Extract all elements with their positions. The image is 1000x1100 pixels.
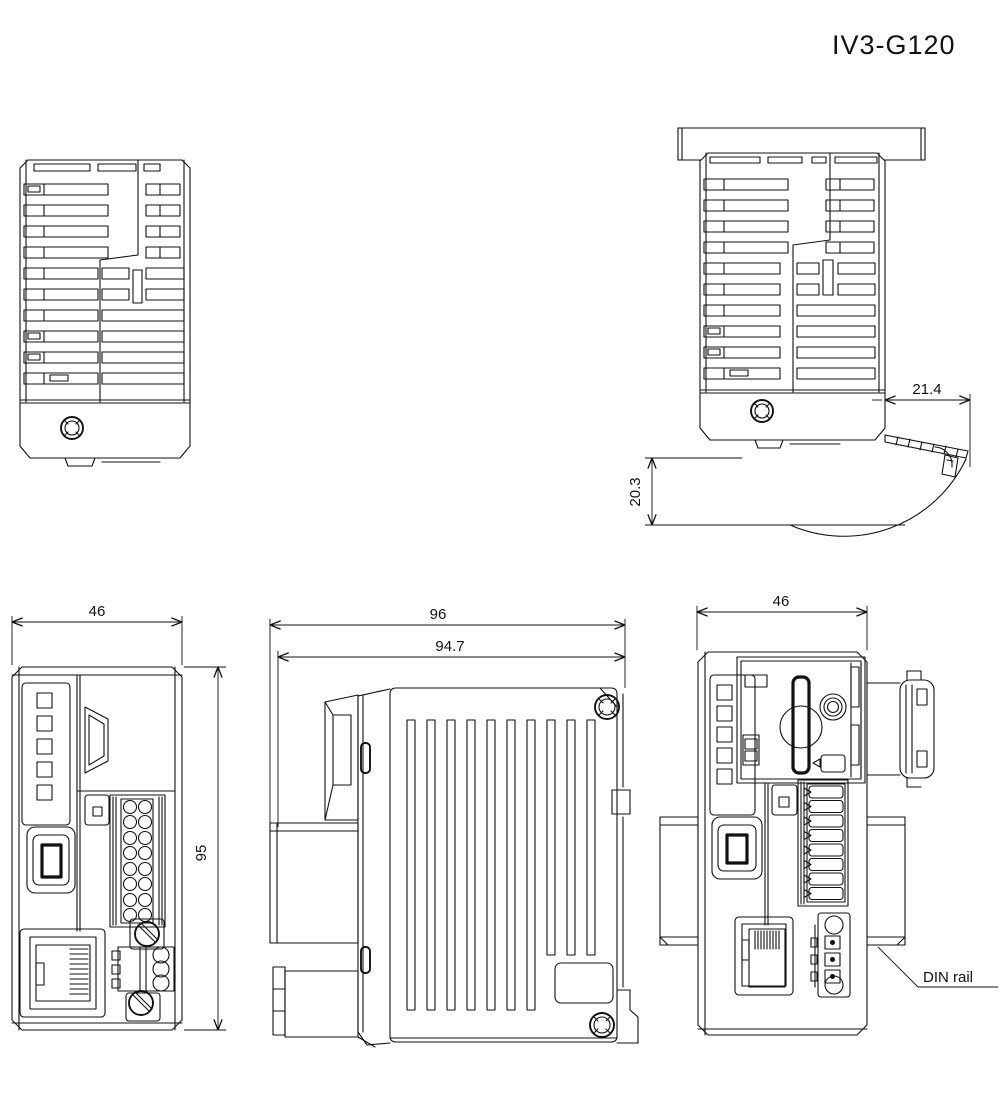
sd-card-slot: [791, 675, 811, 775]
mounting-screw-icon: [60, 416, 84, 440]
din-rail-left-block: [659, 816, 699, 946]
top-edge-slots: [33, 163, 161, 172]
dimension-front-height: 95: [184, 667, 226, 1030]
usb-connector: [26, 826, 76, 894]
drawing-title: IV3-G120: [832, 30, 956, 60]
dim-front-width-label: 46: [89, 603, 106, 620]
release-lever: [884, 434, 969, 478]
dim-latch-pullout-label: 21.4: [912, 381, 941, 398]
din-rail-callout: DIN rail: [877, 946, 998, 988]
front-view: 46 95: [11, 603, 226, 1031]
device-outline: [11, 666, 183, 1031]
cover-step-line: [99, 159, 143, 403]
din-rail-right-block: [866, 816, 906, 946]
led-indicator-squares: [709, 674, 756, 816]
front-bezel-edge: [357, 688, 391, 1046]
usb-connector: [711, 816, 763, 880]
led-indicator-squares: [21, 682, 71, 826]
dimension-latch-pullout: 21.4: [872, 381, 970, 467]
io-terminal-8pos: [797, 779, 849, 907]
case-screw-top-icon: [594, 694, 620, 720]
swing-arc: [789, 458, 967, 537]
cover-hinge-strip: [850, 662, 862, 778]
dimension-open-front-width: 46: [697, 595, 867, 650]
dim-front-height-label: 95: [193, 845, 210, 862]
dim-open-front-width-label: 46: [773, 595, 790, 610]
din-clip-side: [611, 693, 639, 1044]
side-view: 96 94.7: [269, 606, 639, 1048]
top-plan-view: [19, 159, 191, 467]
speaker-recess: [84, 706, 109, 774]
bottom-latch-notch: [754, 439, 841, 449]
dimension-latch-drop: 20.3: [627, 458, 905, 525]
top-edge-slots: [709, 156, 878, 164]
dim-side-overall-label: 96: [430, 606, 447, 623]
vent-slats: [703, 178, 876, 380]
front-view-open-on-rail: 46: [659, 595, 998, 1036]
ethernet-port-rj45: [19, 928, 106, 1018]
din-rail-label: DIN rail: [923, 969, 973, 986]
open-cover-flap: [866, 670, 935, 788]
eject-marker: [812, 754, 846, 773]
vent-slots: [406, 719, 596, 1011]
top-plan-view-on-rail: 21.4 20.3: [627, 127, 1000, 537]
case-screw-bottom-icon: [589, 1012, 615, 1038]
power-connector-strip: [810, 912, 851, 998]
dimension-front-width: 46: [12, 603, 182, 665]
round-button: [819, 693, 847, 721]
top-front-clip: [324, 694, 359, 821]
cover-step-line: [792, 152, 834, 393]
device-body: [389, 687, 618, 1043]
front-connector-block-side: [269, 822, 376, 1048]
power-terminal-block: [111, 918, 175, 1022]
function-button: [771, 784, 798, 816]
finger-recess: [779, 705, 823, 749]
dip-switch: [742, 734, 760, 766]
device-outline: [19, 159, 191, 459]
dimension-side-body-width: 94.7: [278, 638, 625, 827]
dim-latch-drop-label: 20.3: [627, 477, 644, 506]
label-plate: [554, 962, 614, 1004]
ethernet-port-rj45: [734, 916, 794, 996]
bottom-latch-notch: [64, 457, 161, 467]
mounting-screw-icon: [750, 399, 774, 423]
dimension-side-overall-width: 96: [270, 606, 625, 827]
dim-side-body-label: 94.7: [435, 638, 464, 655]
function-button: [84, 794, 110, 826]
io-connector-16pin: [109, 794, 166, 928]
vent-slats: [23, 183, 185, 385]
